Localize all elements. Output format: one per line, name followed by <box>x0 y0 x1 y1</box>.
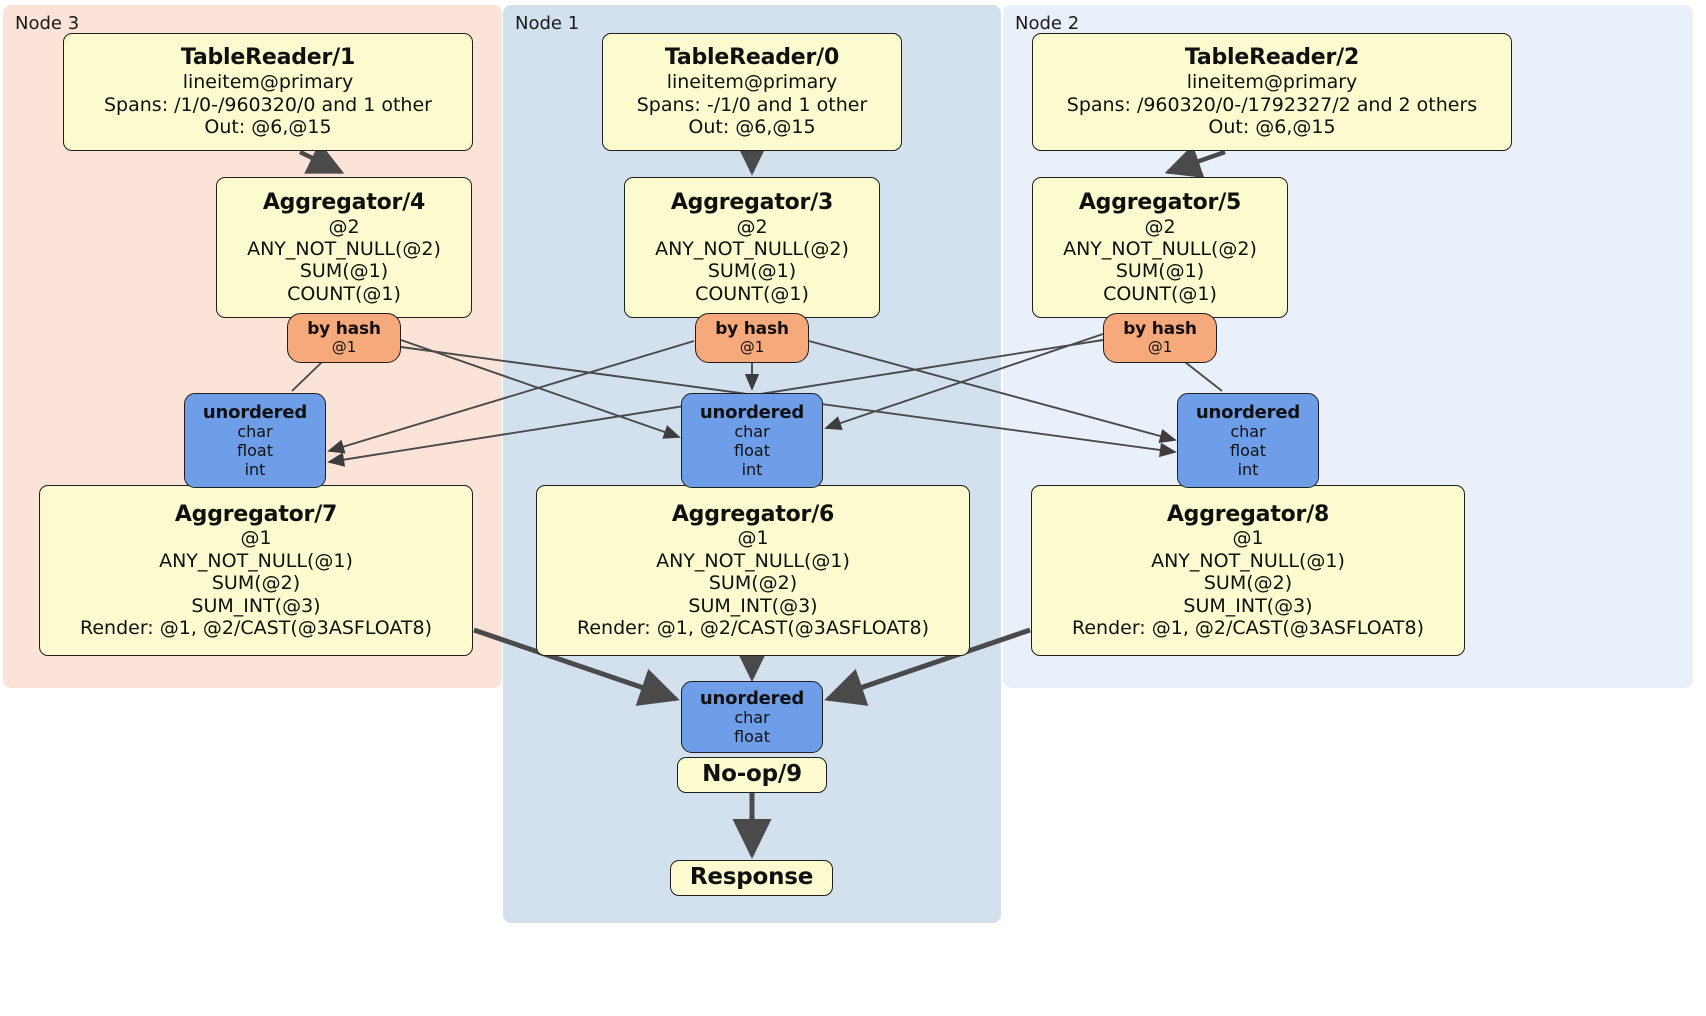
sync-title: unordered <box>699 401 805 423</box>
box-title: TableReader/1 <box>180 45 356 71</box>
sync-line: float <box>734 726 770 746</box>
synchronizer-unordered-final[interactable]: unordered char float <box>681 681 823 753</box>
box-line: SUM(@1) <box>299 260 389 283</box>
box-line: SUM_INT(@3) <box>1183 594 1313 617</box>
box-line: @1 <box>240 527 272 550</box>
box-line: lineitem@primary <box>182 71 354 94</box>
box-line: COUNT(@1) <box>1103 282 1217 305</box>
box-title: Aggregator/6 <box>671 501 835 527</box>
sync-line: int <box>244 459 266 479</box>
box-title: Aggregator/8 <box>1166 501 1330 527</box>
box-aggregator-3[interactable]: Aggregator/3 @2 ANY_NOT_NULL(@2) SUM(@1)… <box>624 177 880 318</box>
box-line: ANY_NOT_NULL(@2) <box>247 238 441 261</box>
sync-title: unordered <box>699 687 805 709</box>
sync-line: char <box>237 421 273 441</box>
box-table-reader-1[interactable]: TableReader/1 lineitem@primary Spans: /1… <box>63 33 473 151</box>
box-line: Out: @6,@15 <box>1208 116 1336 139</box>
box-line: ANY_NOT_NULL(@2) <box>1063 238 1257 261</box>
sync-line: int <box>741 459 763 479</box>
box-aggregator-4[interactable]: Aggregator/4 @2 ANY_NOT_NULL(@2) SUM(@1)… <box>216 177 472 318</box>
box-title: Response <box>689 864 814 891</box>
sync-line: char <box>1230 421 1266 441</box>
box-line: SUM(@2) <box>708 572 798 595</box>
sync-line: float <box>237 440 273 460</box>
box-line: ANY_NOT_NULL(@1) <box>1151 549 1345 572</box>
box-line: @2 <box>328 215 360 238</box>
box-title: Aggregator/4 <box>262 189 426 215</box>
box-aggregator-5[interactable]: Aggregator/5 @2 ANY_NOT_NULL(@2) SUM(@1)… <box>1032 177 1288 318</box>
box-title: Aggregator/7 <box>174 501 338 527</box>
box-line: SUM(@2) <box>1203 572 1293 595</box>
box-line: @2 <box>1144 215 1176 238</box>
box-aggregator-6[interactable]: Aggregator/6 @1 ANY_NOT_NULL(@1) SUM(@2)… <box>536 485 970 656</box>
box-line: @2 <box>736 215 768 238</box>
router-by-hash-5[interactable]: by hash @1 <box>1103 313 1217 363</box>
box-line: Render: @1, @2/CAST(@3ASFLOAT8) <box>1072 617 1424 640</box>
box-line: @1 <box>1232 527 1264 550</box>
synchronizer-unordered-7[interactable]: unordered char float int <box>184 393 326 488</box>
router-title: by hash <box>715 319 789 340</box>
box-line: Render: @1, @2/CAST(@3ASFLOAT8) <box>80 617 432 640</box>
box-aggregator-7[interactable]: Aggregator/7 @1 ANY_NOT_NULL(@1) SUM(@2)… <box>39 485 473 656</box>
box-table-reader-0[interactable]: TableReader/0 lineitem@primary Spans: -/… <box>602 33 902 151</box>
sync-title: unordered <box>1195 401 1301 423</box>
box-title: TableReader/2 <box>1184 45 1360 71</box>
sync-line: float <box>734 440 770 460</box>
sync-line: int <box>1237 459 1259 479</box>
box-line: ANY_NOT_NULL(@1) <box>159 549 353 572</box>
node-panel-label-node1: Node 1 <box>515 13 580 34</box>
box-line: ANY_NOT_NULL(@2) <box>655 238 849 261</box>
router-by-hash-4[interactable]: by hash @1 <box>287 313 401 363</box>
box-title: Aggregator/5 <box>1078 189 1242 215</box>
box-response[interactable]: Response <box>670 860 833 896</box>
synchronizer-unordered-8[interactable]: unordered char float int <box>1177 393 1319 488</box>
box-line: SUM_INT(@3) <box>191 594 321 617</box>
box-line: Render: @1, @2/CAST(@3ASFLOAT8) <box>577 617 929 640</box>
box-line: Spans: -/1/0 and 1 other <box>636 93 868 116</box>
box-line: Out: @6,@15 <box>688 116 816 139</box>
router-line: @1 <box>739 338 765 357</box>
box-line: Out: @6,@15 <box>204 116 332 139</box>
box-line: Spans: /1/0-/960320/0 and 1 other <box>104 93 432 116</box>
box-title: Aggregator/3 <box>670 189 834 215</box>
box-line: COUNT(@1) <box>287 282 401 305</box>
sync-line: char <box>734 421 770 441</box>
box-table-reader-2[interactable]: TableReader/2 lineitem@primary Spans: /9… <box>1032 33 1512 151</box>
box-line: SUM_INT(@3) <box>688 594 818 617</box>
box-line: ANY_NOT_NULL(@1) <box>656 549 850 572</box>
synchronizer-unordered-6[interactable]: unordered char float int <box>681 393 823 488</box>
box-title: TableReader/0 <box>664 45 840 71</box>
box-no-op-9[interactable]: No-op/9 <box>677 757 827 793</box>
sync-line: char <box>734 707 770 727</box>
router-by-hash-3[interactable]: by hash @1 <box>695 313 809 363</box>
node-panel-label-node3: Node 3 <box>15 13 80 34</box>
box-line: SUM(@2) <box>211 572 301 595</box>
box-line: COUNT(@1) <box>695 282 809 305</box>
box-line: lineitem@primary <box>666 71 838 94</box>
box-line: SUM(@1) <box>707 260 797 283</box>
sync-title: unordered <box>202 401 308 423</box>
box-title: No-op/9 <box>702 761 802 788</box>
router-line: @1 <box>331 338 357 357</box>
box-line: SUM(@1) <box>1115 260 1205 283</box>
box-line: @1 <box>737 527 769 550</box>
router-line: @1 <box>1147 338 1173 357</box>
box-line: lineitem@primary <box>1186 71 1358 94</box>
node-panel-label-node2: Node 2 <box>1015 13 1080 34</box>
box-line: Spans: /960320/0-/1792327/2 and 2 others <box>1066 93 1478 116</box>
box-aggregator-8[interactable]: Aggregator/8 @1 ANY_NOT_NULL(@1) SUM(@2)… <box>1031 485 1465 656</box>
router-title: by hash <box>1123 319 1197 340</box>
sync-line: float <box>1230 440 1266 460</box>
router-title: by hash <box>307 319 381 340</box>
